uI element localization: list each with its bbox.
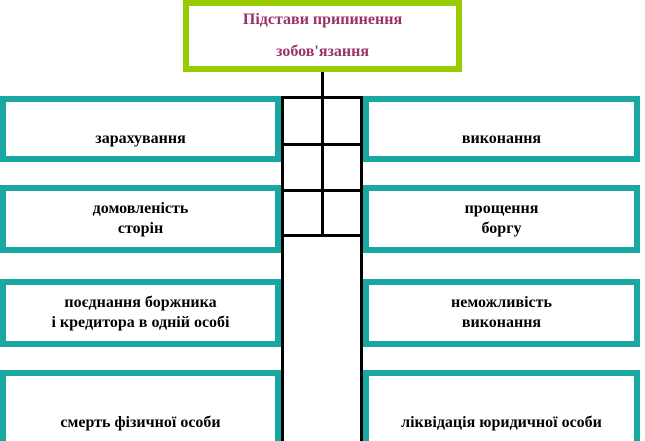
right-node-liquidation: ліквідація юридичної особи xyxy=(363,370,640,441)
node-label-line1: поєднання боржника xyxy=(64,294,217,311)
node-label-line1: домовленість xyxy=(92,200,189,217)
node-label-line2: і кредитора в одній особі xyxy=(51,314,230,331)
right-node-impossibility: неможливість виконання xyxy=(363,279,640,347)
right-node-forgiveness: прощення боргу xyxy=(363,185,640,253)
node-label-line2: боргу xyxy=(481,220,522,237)
root-node: Підстави припинення зобов'язання xyxy=(183,0,462,72)
node-label: зарахування xyxy=(95,130,186,147)
left-node-death: смерть фізичної особи xyxy=(0,370,281,441)
right-spine-connector xyxy=(360,96,363,441)
trunk-connector xyxy=(321,72,324,237)
root-title-line1: Підстави припинення xyxy=(242,11,403,28)
right-node-performance: виконання xyxy=(363,96,640,162)
node-label-line2: сторін xyxy=(117,220,164,237)
left-node-setoff: зарахування xyxy=(0,96,281,162)
node-label-line1: прощення xyxy=(464,200,539,217)
left-spine-connector xyxy=(281,96,284,441)
root-title-line2: зобов'язання xyxy=(276,43,369,60)
node-label-line1: неможливість xyxy=(451,294,552,311)
tier4-connector xyxy=(281,234,363,237)
left-node-merger: поєднання боржника і кредитора в одній о… xyxy=(0,279,281,347)
left-node-agreement: домовленість сторін xyxy=(0,185,281,253)
node-label: смерть фізичної особи xyxy=(60,414,221,431)
node-label: ліквідація юридичної особи xyxy=(401,414,602,431)
tier1-connector xyxy=(281,96,363,99)
node-label-line2: виконання xyxy=(461,314,542,331)
tier2-connector xyxy=(281,143,363,146)
node-label: виконання xyxy=(461,130,542,147)
tier3-connector xyxy=(281,189,363,192)
